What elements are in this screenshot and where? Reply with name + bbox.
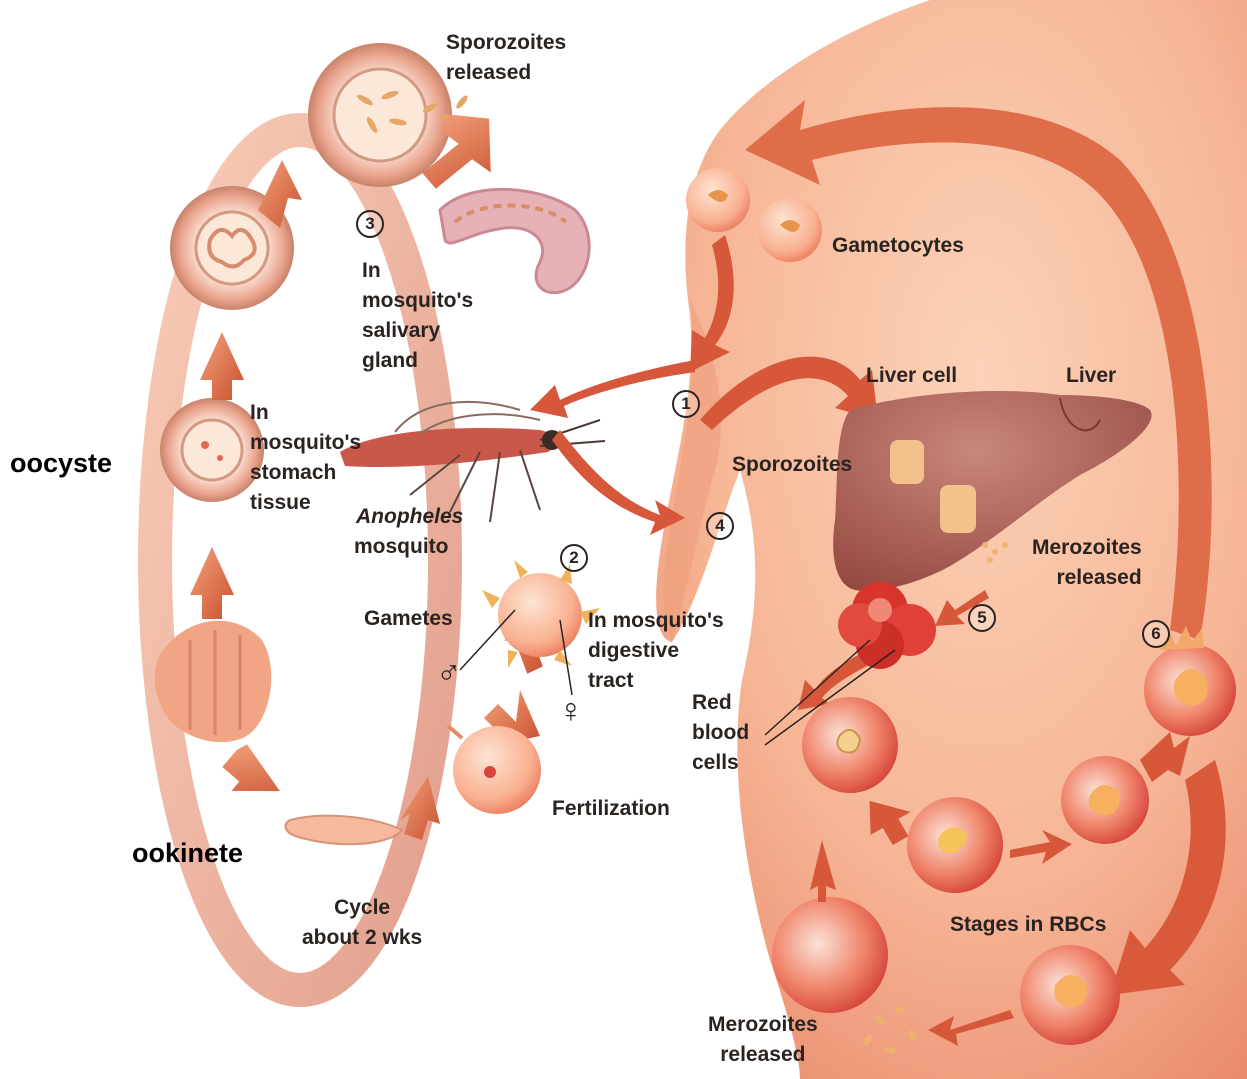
male-symbol: ♂ bbox=[436, 658, 462, 688]
zygote-cell bbox=[453, 726, 541, 814]
rbc-stage-large bbox=[772, 897, 888, 1013]
step-number-5: 5 bbox=[968, 604, 996, 632]
label-salivary-gland: In mosquito's salivary gland bbox=[362, 256, 473, 376]
step-number-3: 3 bbox=[356, 210, 384, 238]
fertilization-tail bbox=[448, 726, 462, 738]
female-symbol: ♀ bbox=[558, 696, 584, 726]
label-merozoites-released-blood: Merozoites released bbox=[708, 1010, 818, 1070]
label-mosquito: mosquito bbox=[354, 532, 449, 562]
oocyst-early-inner bbox=[182, 420, 242, 480]
label-gametocytes: Gametocytes bbox=[832, 231, 964, 261]
label-merozoites-released-liver: Merozoites released bbox=[1032, 533, 1142, 593]
label-ookinete: ookinete bbox=[132, 838, 243, 869]
label-anopheles: Anopheles bbox=[356, 502, 463, 532]
liver-cell-infected bbox=[940, 485, 976, 533]
label-stages-in-rbcs: Stages in RBCs bbox=[950, 910, 1106, 940]
label-sporozoites: Sporozoites bbox=[732, 450, 852, 480]
oocyst-nucleus bbox=[217, 455, 223, 461]
label-stomach-tissue: In mosquito's stomach tissue bbox=[250, 398, 361, 518]
liver-cell bbox=[890, 440, 924, 484]
zygote-nucleus bbox=[484, 766, 496, 778]
oocyst-nucleus bbox=[201, 441, 209, 449]
step-number-4: 4 bbox=[706, 512, 734, 540]
label-oocyste: oocyste bbox=[10, 448, 112, 479]
label-sporozoites-released: Sporozoites released bbox=[446, 28, 566, 88]
step-number-1: 1 bbox=[672, 390, 700, 418]
label-cycle-duration: Cycle about 2 wks bbox=[302, 893, 422, 953]
step-number-2: 2 bbox=[560, 544, 588, 572]
label-digestive-tract: In mosquito's digestive tract bbox=[588, 606, 724, 696]
label-liver-cell: Liver cell bbox=[866, 361, 957, 391]
label-liver: Liver bbox=[1066, 361, 1116, 391]
oocyst-mature-inner bbox=[196, 212, 268, 284]
rbc-parasite bbox=[837, 730, 860, 753]
step-number-6: 6 bbox=[1142, 620, 1170, 648]
ookinete-cell bbox=[285, 816, 402, 845]
ruptured-oocyst-inner bbox=[334, 69, 426, 161]
label-fertilization: Fertilization bbox=[552, 794, 670, 824]
label-red-blood-cells: Red blood cells bbox=[692, 688, 749, 778]
label-gametes: Gametes bbox=[364, 604, 453, 634]
